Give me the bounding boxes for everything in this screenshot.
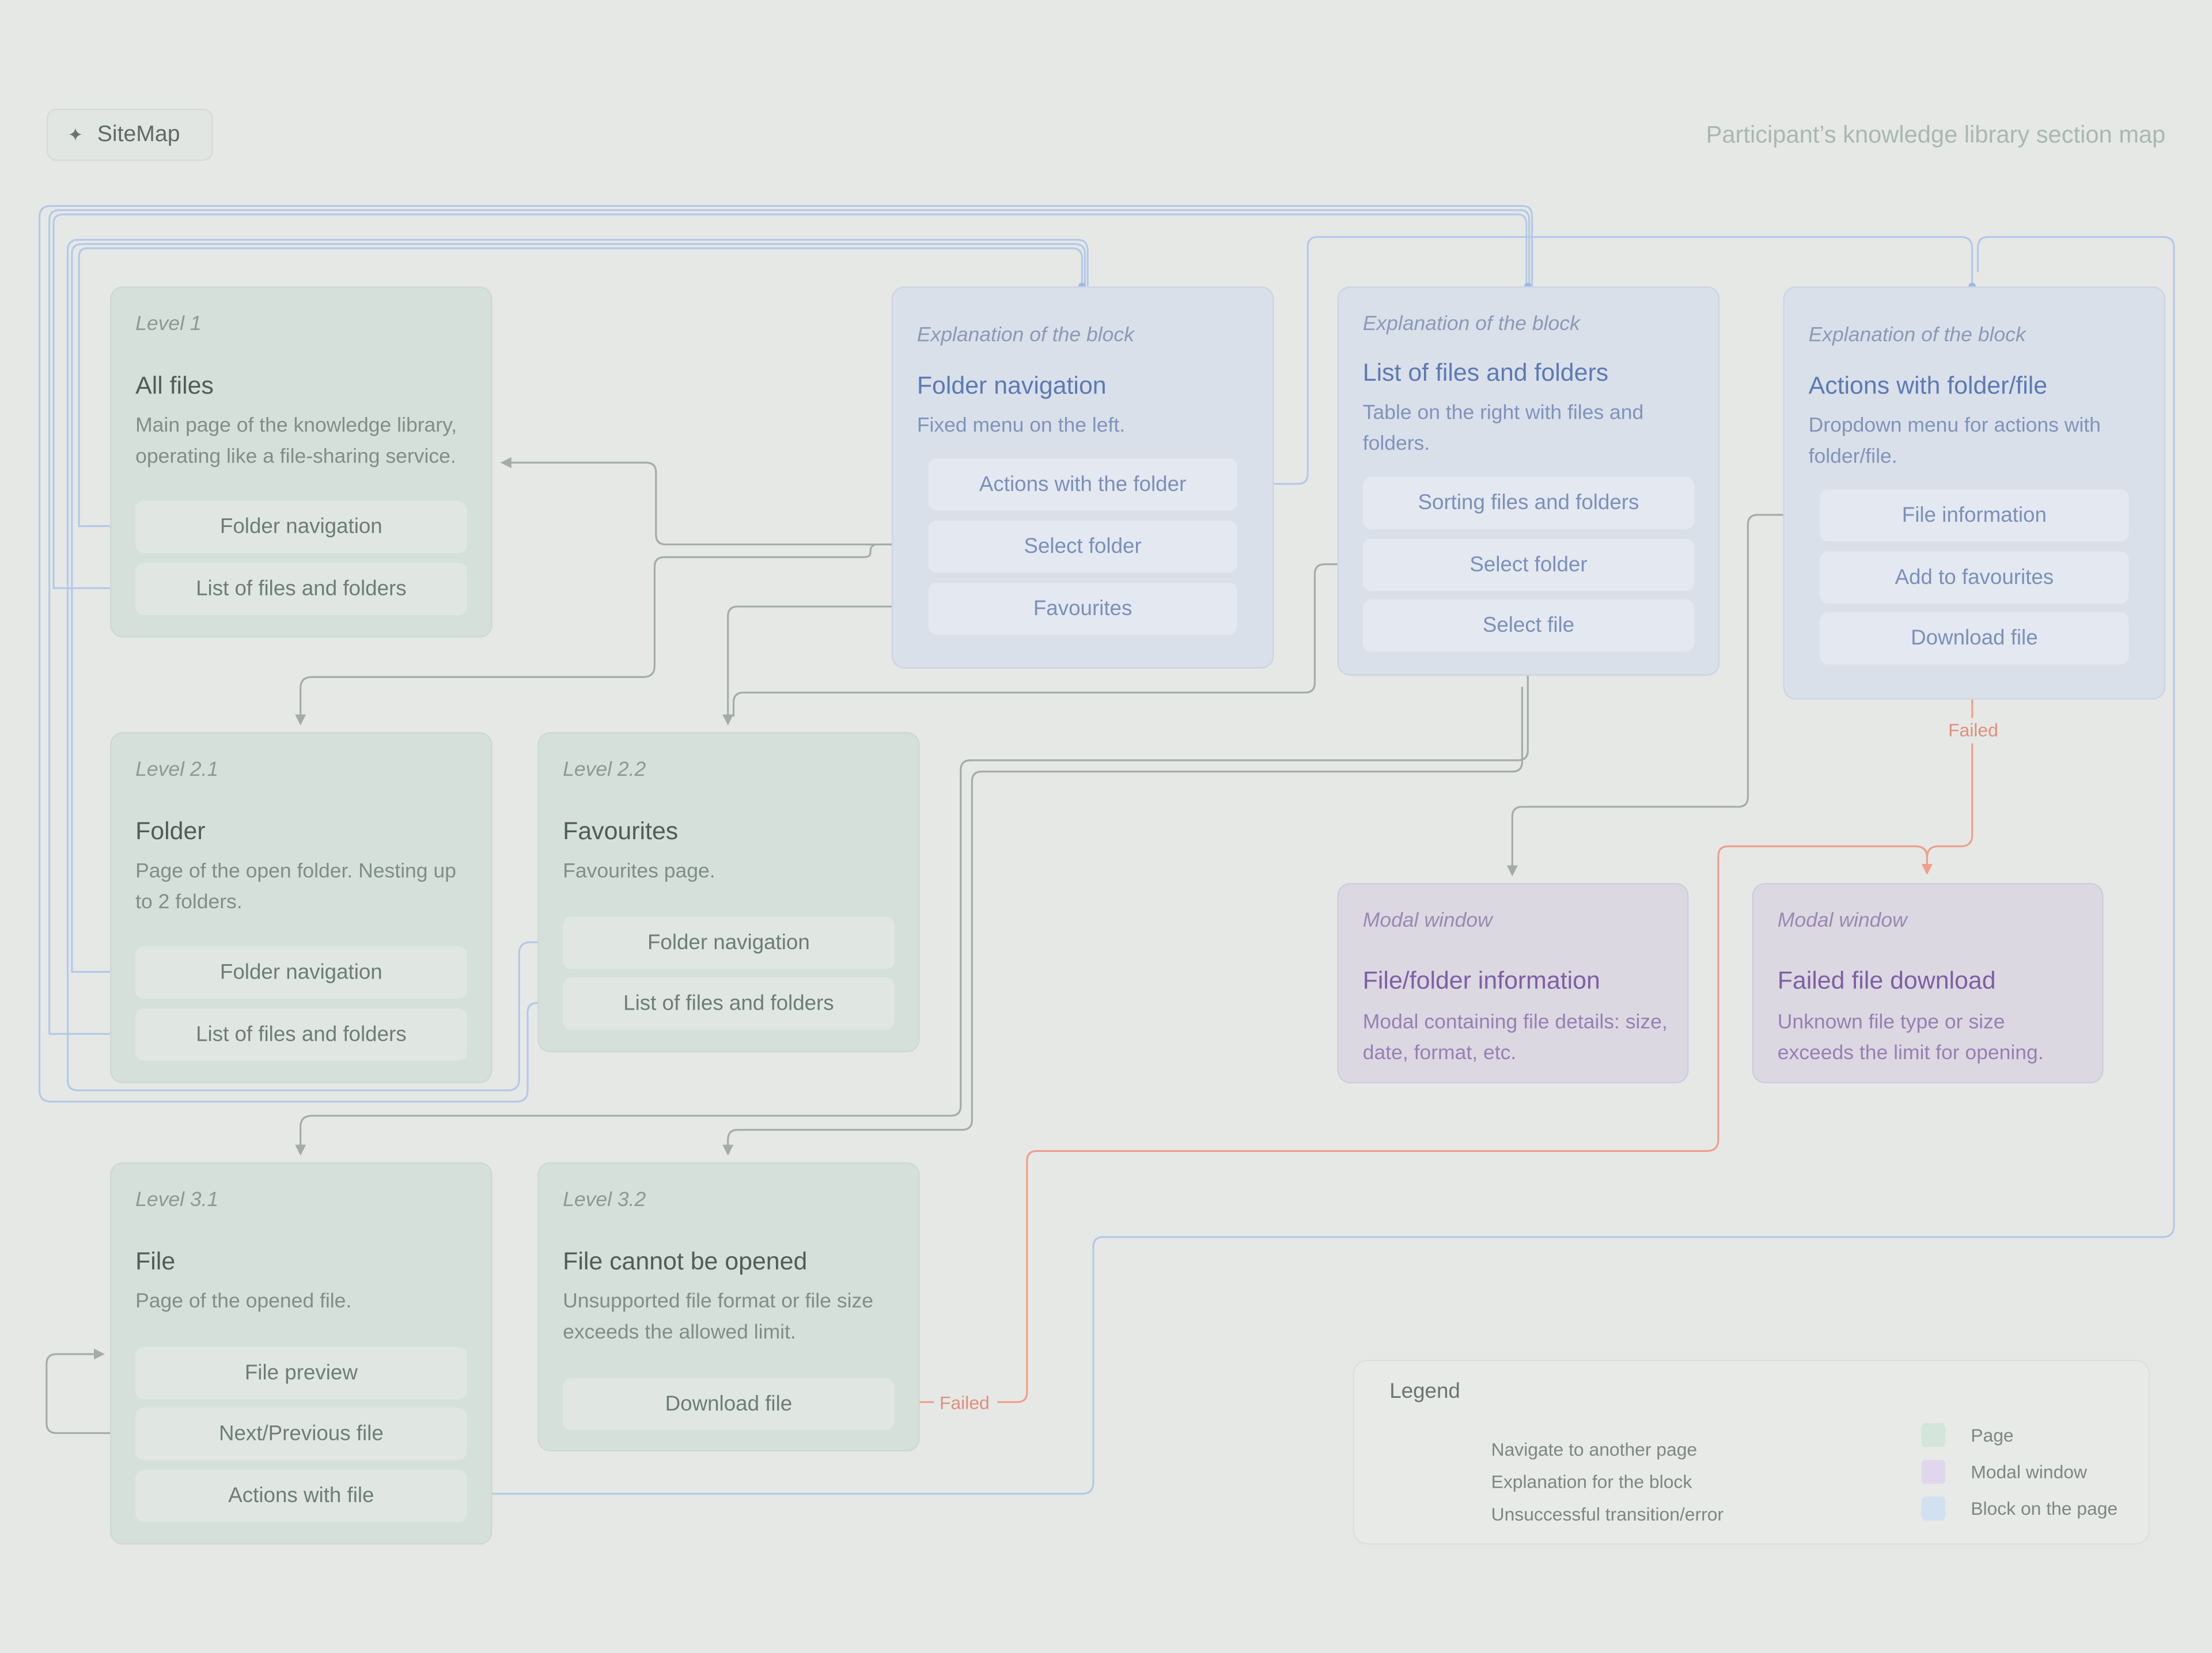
card-description: Dropdown menu for actions with folder/fi… (1808, 415, 2101, 469)
card-kicker: Level 3.1 (135, 1189, 219, 1212)
legend-swatch-page (1921, 1423, 1946, 1447)
sub-download-file[interactable]: Download file (563, 1378, 895, 1431)
legend-navigate: Navigate to another page (1491, 1438, 1698, 1460)
card-actions-block: Explanation of the block Actions with fo… (1783, 286, 2166, 700)
sub-list-of-files[interactable]: List of files and folders (563, 977, 895, 1030)
card-title: List of files and folders (1362, 358, 1609, 387)
card-title: File cannot be opened (563, 1246, 808, 1275)
sub-select-folder[interactable]: Select folder (1362, 539, 1695, 592)
card-description: Page of the open folder. Nesting up to 2… (135, 860, 456, 914)
card-kicker: Modal window (1777, 909, 1907, 932)
card-level-3-2: Level 3.2 File cannot be opened Unsuppor… (537, 1162, 920, 1452)
card-title: File/folder information (1362, 966, 1600, 995)
card-modal-file-info: Modal window File/folder information Mod… (1337, 883, 1689, 1083)
legend-type-block: Block on the page (1971, 1497, 2118, 1519)
legend-type-modal: Modal window (1971, 1461, 2087, 1483)
card-kicker: Level 3.2 (563, 1189, 646, 1212)
card-kicker: Level 2.2 (563, 759, 646, 782)
card-kicker: Explanation of the block (916, 324, 1134, 347)
sub-select-folder[interactable]: Select folder (928, 520, 1237, 573)
failed-label: Failed (940, 1392, 990, 1413)
card-kicker: Explanation of the block (1808, 324, 2026, 347)
sub-folder-navigation[interactable]: Folder navigation (135, 946, 467, 999)
card-level-1: Level 1 All files Main page of the knowl… (110, 286, 493, 638)
page-caption: Participant’s knowledge library section … (1706, 121, 2166, 149)
sub-add-to-favourites[interactable]: Add to favourites (1820, 551, 2129, 604)
card-description: Table on the right with files and folder… (1362, 401, 1644, 456)
card-description: Fixed menu on the left. (916, 415, 1126, 438)
card-level-2-1: Level 2.1 Folder Page of the open folder… (110, 732, 493, 1083)
card-title: Actions with folder/file (1808, 371, 2048, 400)
sub-select-file[interactable]: Select file (1362, 599, 1695, 652)
legend-swatch-modal (1921, 1459, 1946, 1484)
card-description: Unknown file type or size exceeds the li… (1777, 1011, 2044, 1065)
sub-list-of-files[interactable]: List of files and folders (135, 563, 467, 615)
legend-error: Unsuccessful transition/error (1491, 1503, 1724, 1525)
legend-swatch-block (1921, 1496, 1946, 1521)
card-kicker: Level 2.1 (135, 759, 219, 782)
sub-actions-with-folder[interactable]: Actions with the folder (928, 458, 1237, 511)
card-files-list-block: Explanation of the block List of files a… (1337, 286, 1720, 676)
card-title: Folder navigation (916, 371, 1107, 400)
failed-label: Failed (1948, 719, 1998, 741)
card-description: Main page of the knowledge library, oper… (135, 415, 457, 469)
card-folder-navigation-block: Explanation of the block Folder navigati… (891, 286, 1274, 669)
card-title: All files (135, 371, 214, 400)
card-level-2-2: Level 2.2 Favourites Favourites page. Fo… (537, 732, 920, 1052)
sub-folder-navigation[interactable]: Folder navigation (563, 916, 895, 969)
card-description: Page of the opened file. (135, 1290, 352, 1314)
pin-icon: ✦ (67, 123, 84, 145)
sub-file-preview[interactable]: File preview (135, 1347, 467, 1400)
card-title: Favourites (563, 816, 679, 845)
card-modal-failed-download: Modal window Failed file download Unknow… (1752, 883, 2104, 1083)
sub-download-file[interactable]: Download file (1820, 612, 2129, 665)
sub-favourites[interactable]: Favourites (928, 582, 1237, 635)
card-title: Folder (135, 816, 206, 845)
legend: Legend Navigate to another page Explanat… (1353, 1359, 2150, 1545)
sub-folder-navigation[interactable]: Folder navigation (135, 501, 467, 553)
card-kicker: Level 1 (135, 313, 202, 336)
sub-list-of-files[interactable]: List of files and folders (135, 1009, 467, 1061)
sitemap-chip-label: SiteMap (97, 122, 180, 146)
sub-actions-with-file[interactable]: Actions with file (135, 1469, 467, 1522)
sub-sorting[interactable]: Sorting files and folders (1362, 476, 1695, 529)
sub-file-information[interactable]: File information (1820, 489, 2129, 542)
legend-type-page: Page (1971, 1424, 2014, 1446)
sub-next-previous-file[interactable]: Next/Previous file (135, 1408, 467, 1460)
legend-title: Legend (1389, 1379, 1460, 1404)
card-kicker: Explanation of the block (1362, 313, 1580, 336)
card-kicker: Modal window (1362, 909, 1493, 932)
sitemap-chip[interactable]: ✦ SiteMap (46, 108, 213, 161)
card-title: File (135, 1246, 176, 1275)
card-description: Favourites page. (563, 860, 715, 884)
card-level-3-1: Level 3.1 File Page of the opened file. … (110, 1162, 493, 1545)
card-title: Failed file download (1777, 966, 1996, 995)
card-description: Unsupported file format or file size exc… (563, 1290, 873, 1344)
card-description: Modal containing file details: size, dat… (1362, 1011, 1668, 1065)
legend-explanation: Explanation for the block (1491, 1471, 1692, 1493)
